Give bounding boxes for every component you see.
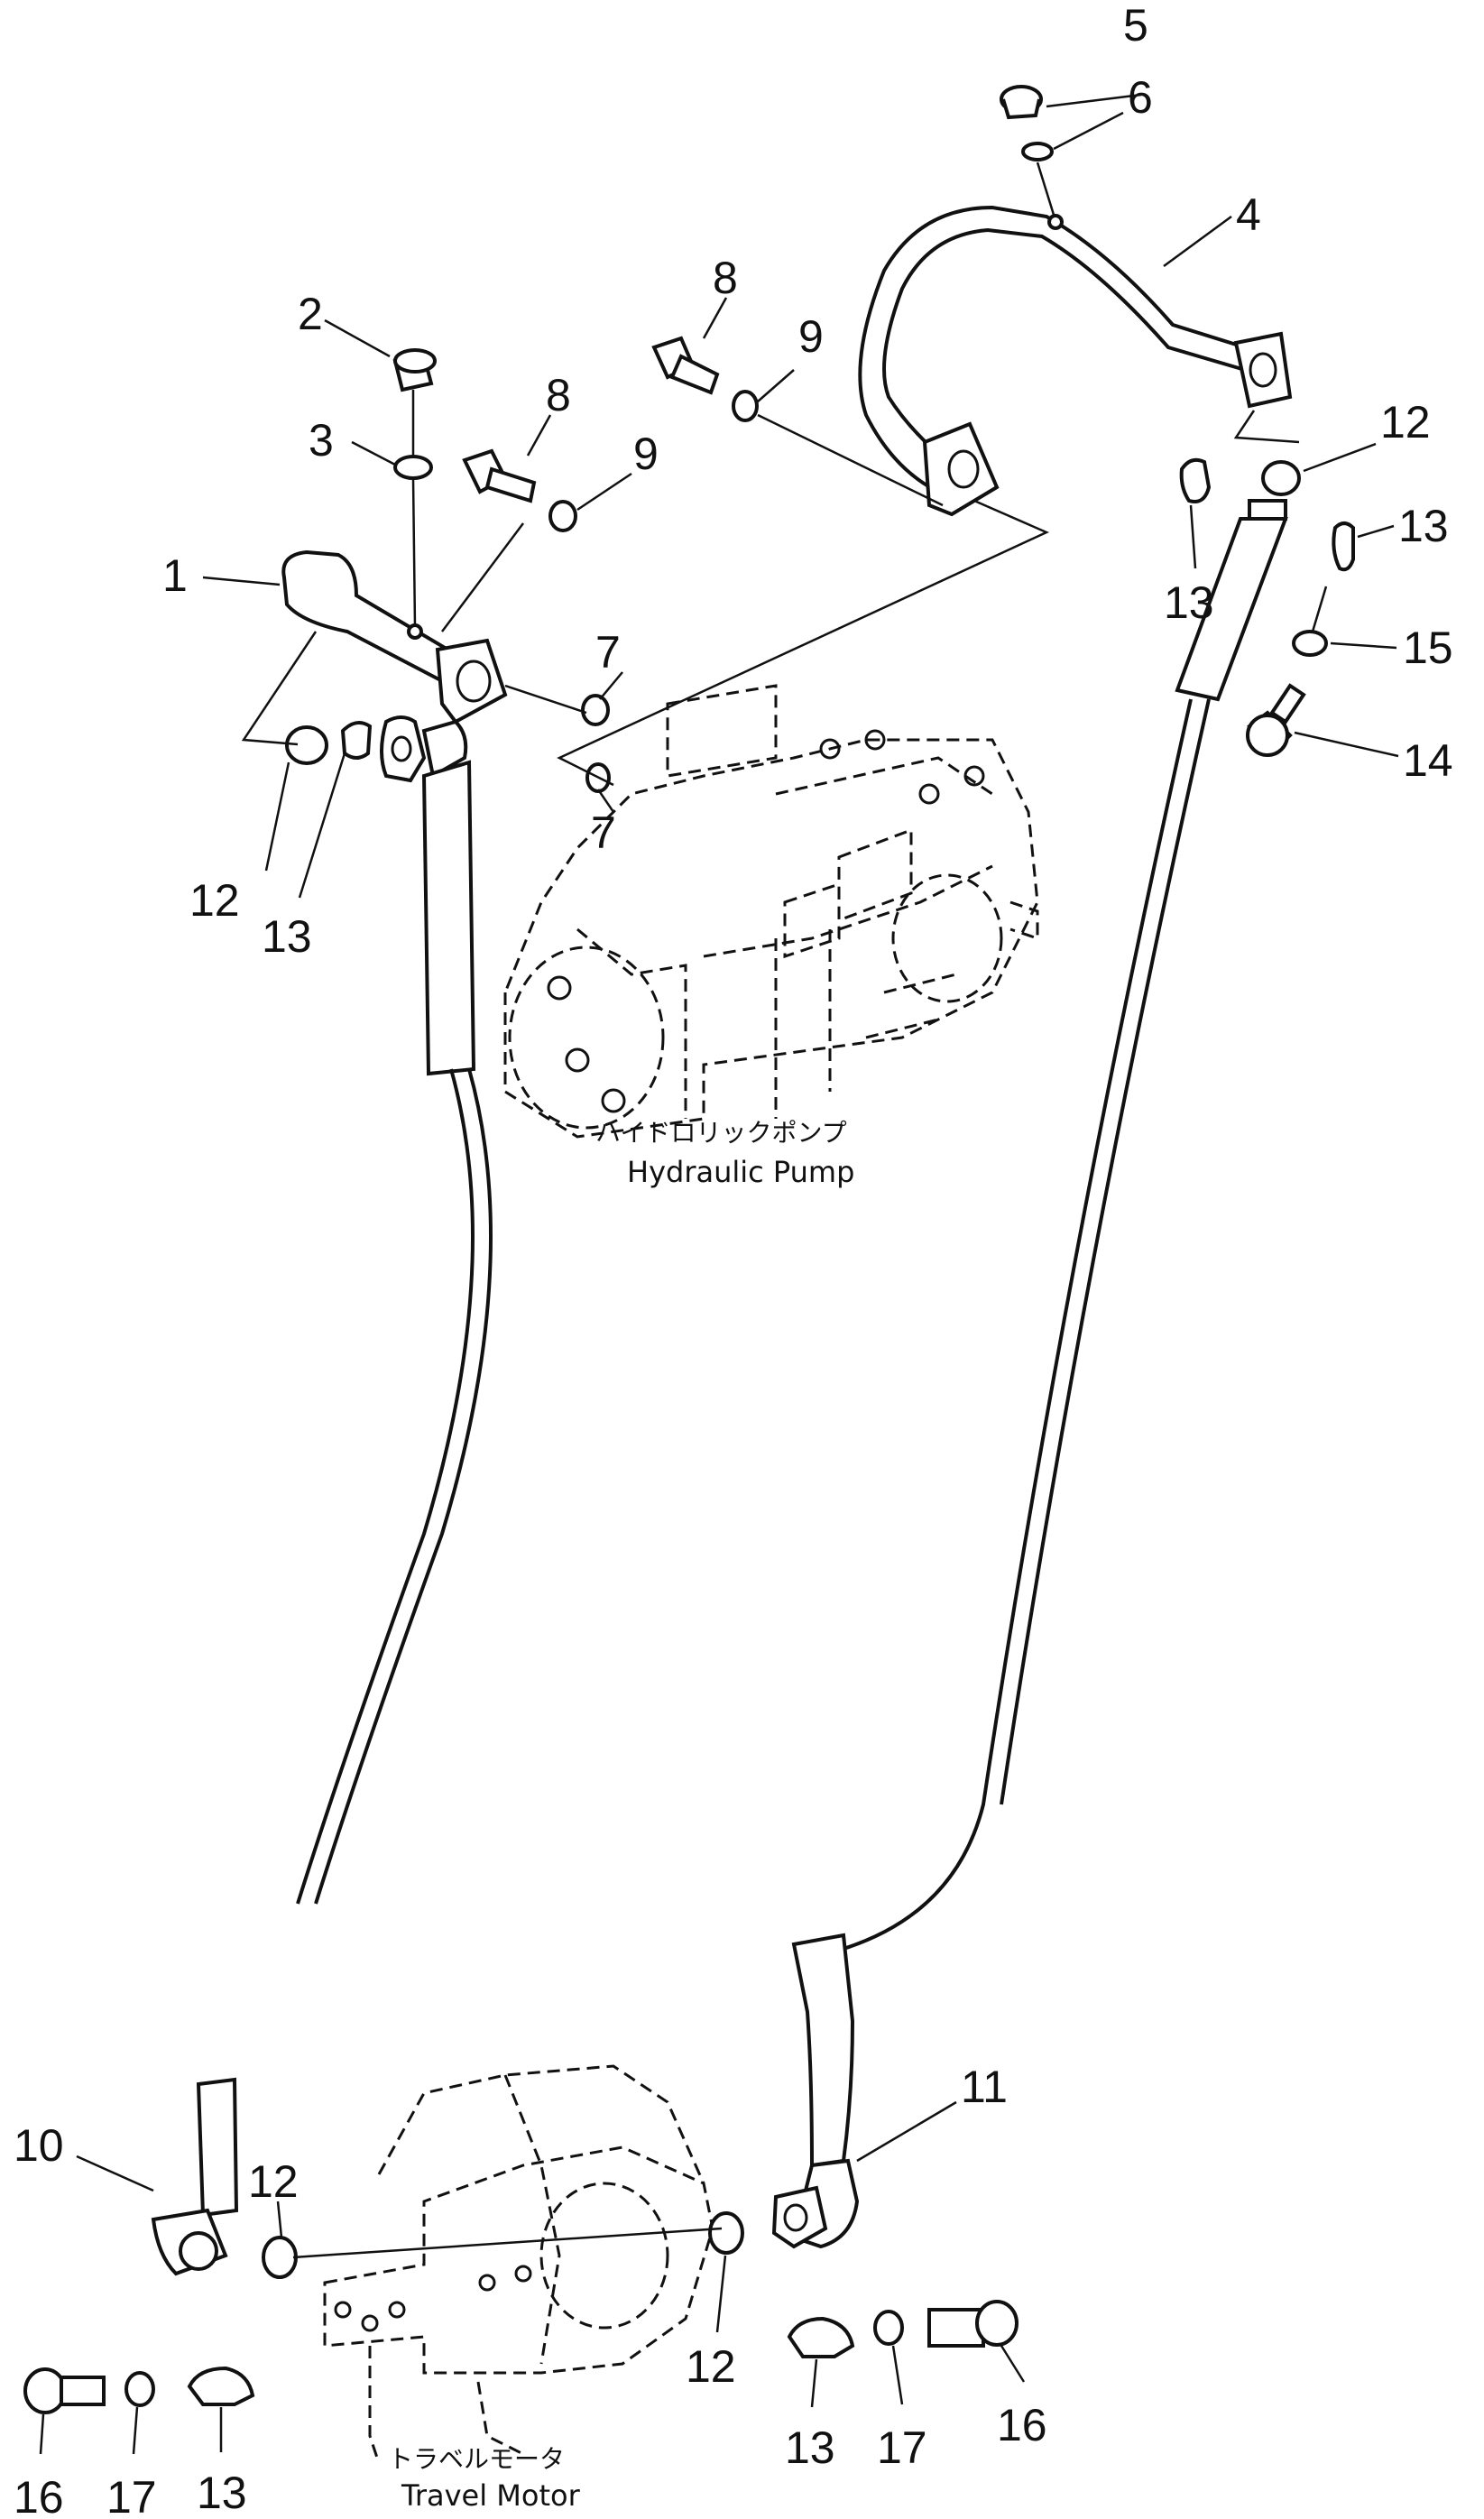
hose-10 (151, 715, 493, 2276)
callout-16-left: 16 (14, 2472, 64, 2519)
plug-2 (392, 348, 437, 392)
callout-12-top: 12 (1380, 397, 1431, 448)
pipe-4 (858, 205, 1293, 517)
plug-5 (1000, 85, 1043, 120)
callout-9-upper: 9 (798, 311, 824, 362)
bolt-16-right (927, 2300, 1019, 2348)
elbow-pipe-1 (281, 549, 508, 724)
callouts: 2 3 1 4 5 6 7 7 8 8 9 9 10 11 12 12 12 1… (14, 0, 1453, 2519)
bolt-14 (1246, 683, 1306, 757)
callout-11: 11 (961, 2062, 1008, 2112)
bolt-16-left (23, 2367, 106, 2414)
o-ring-12-top (1261, 460, 1301, 496)
washer-17-right (873, 2310, 904, 2346)
hose-10-flange (380, 715, 427, 783)
pump-label-jp: ハイドロリックポンプ (595, 1118, 847, 1148)
callout-13-bottom-right: 13 (785, 2422, 835, 2473)
bolt-8-left (462, 448, 537, 503)
o-ring-7-upper (581, 694, 610, 726)
callout-7-upper: 7 (595, 627, 621, 678)
o-ring-12-motor-left (262, 2236, 298, 2279)
callout-1: 1 (162, 550, 188, 601)
washer-9-left (548, 500, 577, 532)
callout-12-motor-right: 12 (686, 2341, 736, 2392)
callout-3: 3 (309, 415, 334, 466)
hose-11 (771, 499, 1288, 2249)
callout-13-right-b: 13 (1398, 501, 1449, 551)
callout-7-lower: 7 (591, 807, 616, 858)
callout-13-bottom-left: 13 (197, 2468, 247, 2518)
travel-motor (323, 2064, 714, 2464)
callout-16-right: 16 (997, 2400, 1047, 2450)
split-flange-13-left (340, 721, 373, 760)
washer-15 (1292, 630, 1328, 657)
callout-8-left: 8 (546, 370, 571, 420)
motor-label-en: Travel Motor (401, 2478, 581, 2513)
callout-4: 4 (1236, 189, 1261, 240)
pump-label-en: Hydraulic Pump (627, 1155, 854, 1189)
callout-15: 15 (1403, 623, 1453, 673)
o-ring-3 (393, 455, 433, 480)
callout-17-right: 17 (877, 2422, 927, 2473)
alignment-lines (241, 410, 1328, 2259)
callout-10: 10 (14, 2120, 64, 2171)
callout-2: 2 (298, 289, 323, 339)
callout-12-motor-left: 12 (248, 2156, 299, 2207)
motor-label-jp: トラベルモータ (388, 2444, 565, 2474)
split-flange-13-bottom-right (787, 2316, 855, 2358)
callout-12-left: 12 (189, 875, 240, 926)
split-flange-13-right-b (1332, 521, 1355, 572)
split-flange-13-bottom-left (187, 2366, 255, 2406)
callout-5: 5 (1123, 0, 1148, 51)
callout-14: 14 (1403, 735, 1453, 786)
washer-17-left (124, 2371, 155, 2407)
callout-13-left: 13 (262, 911, 312, 962)
o-ring-6 (1021, 142, 1054, 161)
o-ring-12-motor-right (708, 2211, 744, 2255)
callout-13-right-a: 13 (1164, 577, 1214, 628)
callout-17-left: 17 (106, 2472, 157, 2519)
callout-9-left: 9 (633, 429, 659, 479)
callout-leaders (39, 93, 1399, 2455)
washer-9-upper (732, 390, 759, 422)
o-ring-12-left (285, 725, 328, 765)
split-flange-13-right-a (1179, 457, 1212, 503)
callout-6: 6 (1128, 72, 1153, 123)
bolt-8-upper (651, 336, 720, 395)
hydraulic-pump (503, 684, 1039, 1139)
callout-8-upper: 8 (713, 253, 738, 303)
